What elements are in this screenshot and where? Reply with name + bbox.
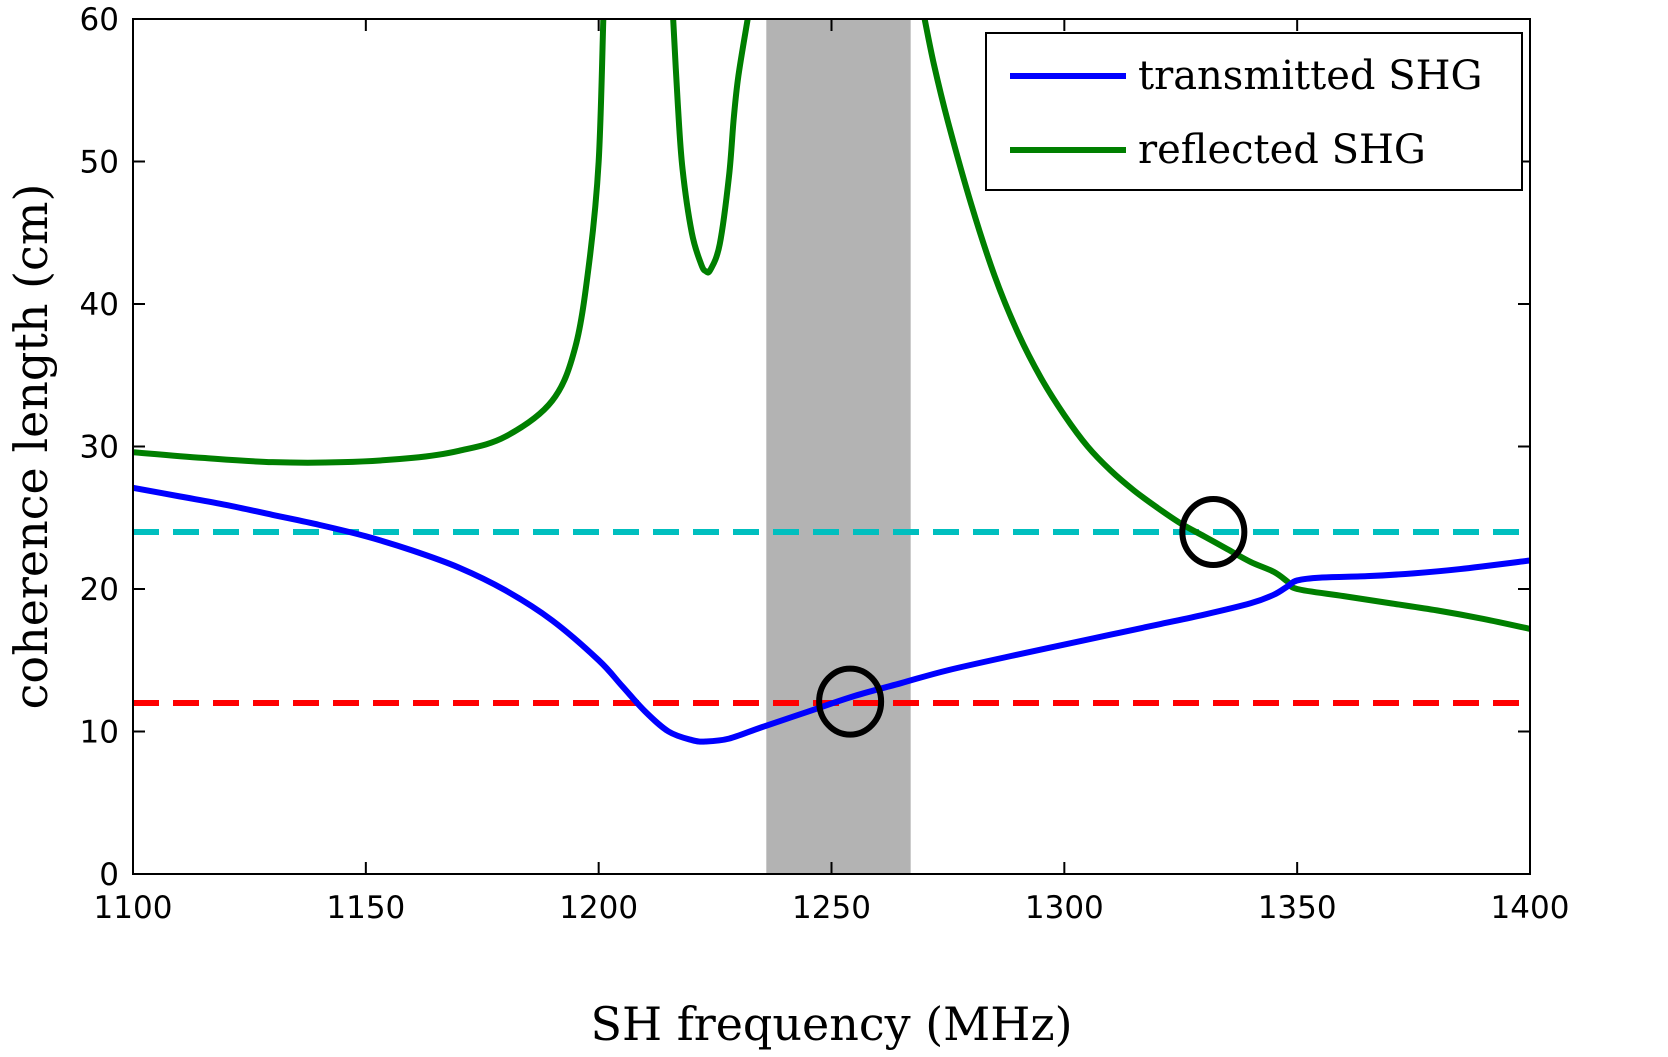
x-tick-label: 1300: [1025, 890, 1104, 926]
plot-area: [133, 19, 1530, 874]
y-tick-label: 10: [80, 715, 119, 751]
legend-entry-label: reflected SHG: [1138, 127, 1426, 173]
axes: 1100 1150 1200 1250 1300 1350 1400 0 10 20 30 40 50 6…: [4, 2, 1569, 1051]
legend: transmitted SHG reflected SHG: [985, 32, 1523, 191]
series-line-1: [133, 19, 607, 466]
legend-entry-label: transmitted SHG: [1138, 53, 1482, 99]
series-line-2: [670, 19, 751, 276]
highlight-circle-marker-0: [816, 665, 885, 738]
y-axis-label: coherence length (cm): [4, 184, 58, 710]
x-tick-label: 1100: [94, 890, 173, 926]
highlight-circle-marker-1: [1179, 496, 1248, 568]
y-tick-label: 50: [80, 145, 119, 181]
y-tick-label: 0: [99, 857, 119, 893]
y-tick-label: 30: [80, 430, 119, 466]
x-tick-label: 1200: [559, 890, 638, 926]
y-tick-label: 40: [80, 287, 119, 323]
legend-box: [985, 32, 1523, 191]
x-tick-label: 1250: [792, 890, 871, 926]
x-tick-label: 1400: [1491, 890, 1570, 926]
x-tick-label: 1350: [1258, 890, 1337, 926]
shaded-band: [766, 19, 911, 874]
x-tick-label: 1150: [326, 890, 405, 926]
series-line-3: [921, 19, 1530, 632]
y-tick-label: 60: [80, 2, 119, 38]
x-axis-label: SH frequency (MHz): [590, 997, 1072, 1051]
y-tick-label: 20: [80, 572, 119, 608]
series-line-0: [133, 484, 1530, 745]
